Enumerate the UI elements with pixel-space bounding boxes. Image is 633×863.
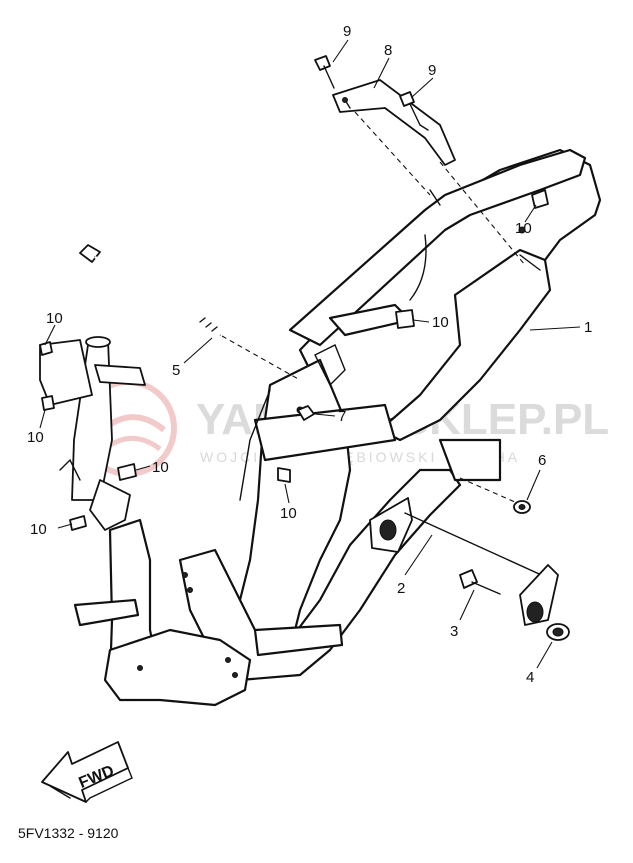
callout-7: 7 — [338, 408, 346, 425]
callout-3: 3 — [450, 623, 458, 640]
part-10-clip-bottom-left — [69, 515, 87, 531]
part-10-clip-center — [395, 309, 415, 329]
callout-10-left-mid: 10 — [27, 429, 44, 446]
callout-10-left-top: 10 — [46, 310, 63, 327]
fwd-arrow: FWD — [41, 741, 133, 803]
part-10-clip-left-mid — [41, 395, 55, 411]
callout-5: 5 — [172, 362, 180, 379]
diagram-code: 5FV1332 - 9120 — [18, 825, 119, 841]
front-bracket-assembly — [39, 336, 146, 531]
part-9-bolt-right — [399, 91, 421, 126]
front-stay — [94, 364, 146, 386]
part-6-nut — [513, 500, 531, 514]
frame-crossbar-lower — [253, 403, 397, 462]
callout-10-bottom-left: 10 — [30, 521, 47, 538]
frame-footrest-bracket-right — [253, 623, 344, 657]
callout-10-center: 10 — [432, 314, 449, 331]
part-8-bracket — [332, 79, 456, 166]
part-10-clip-right-arm — [117, 463, 137, 481]
part-3-bolt — [459, 569, 501, 595]
callout-6: 6 — [538, 452, 546, 469]
leader-lines — [39, 39, 581, 669]
frame-upper-rail — [288, 148, 587, 347]
callout-10-top-right: 10 — [515, 220, 532, 237]
fwd-arrow-icon — [41, 741, 129, 803]
part-5-long-bolt — [79, 244, 301, 381]
callout-9-top: 9 — [343, 23, 351, 40]
part-10-clip-lower — [277, 467, 291, 483]
callout-1: 1 — [584, 319, 592, 336]
callout-8: 8 — [384, 42, 392, 59]
part-10-clip-left-top — [39, 341, 53, 356]
callout-2: 2 — [397, 580, 405, 597]
part-6-dashed-line — [459, 477, 516, 503]
frame-rear-tab — [438, 438, 502, 482]
frame-footrest-bracket-left — [73, 598, 140, 627]
frame-front-lower — [103, 628, 252, 707]
part-8-dashed-line-b — [439, 161, 526, 266]
front-lower-arm — [89, 479, 131, 531]
part-10-clip-top-right — [531, 189, 549, 209]
part-7-nut — [297, 405, 315, 421]
callout-9-right: 9 — [428, 62, 436, 79]
part-2-mount-bracket — [369, 497, 559, 626]
part-8-dashed-line-a — [354, 111, 431, 196]
callout-10-right-arm: 10 — [152, 459, 169, 476]
callouts: 9 8 9 1 10 10 7 6 2 3 4 5 10 10 10 10 10 — [27, 23, 592, 686]
callout-10-lower: 10 — [280, 505, 297, 522]
part-9-bolt-left — [314, 55, 335, 89]
callout-4: 4 — [526, 669, 534, 686]
front-bracket-plate — [39, 339, 93, 406]
frame-side-rail — [378, 248, 552, 442]
part-4-nut — [546, 623, 570, 641]
part-5-dashed-line — [221, 335, 301, 381]
